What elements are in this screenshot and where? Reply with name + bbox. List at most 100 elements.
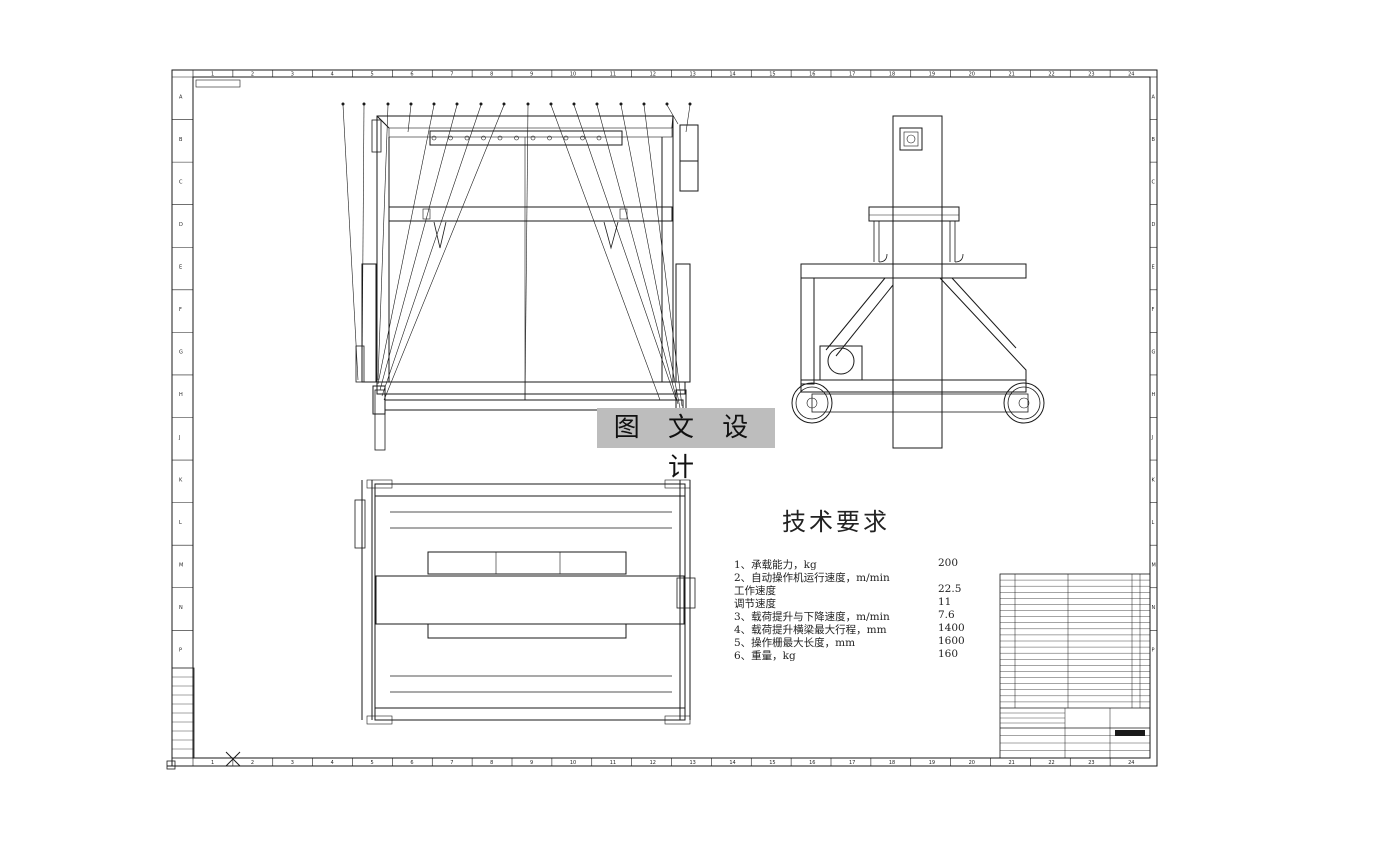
- title-block: [171, 573, 1151, 759]
- requirement-text: 6、重量，kg: [734, 650, 796, 662]
- watermark-label: 图 文 设 计: [597, 408, 775, 483]
- zone-letter-left: F: [179, 307, 182, 313]
- side-view: [791, 115, 1045, 449]
- requirement-value: 200: [938, 557, 959, 569]
- requirement-row: 2、自动操作机运行速度，m/min: [734, 570, 974, 584]
- requirement-text: 5、操作栅最大长度，mm: [734, 637, 856, 649]
- zone-letter-right: P: [1152, 648, 1155, 654]
- zone-letter-left: A: [179, 94, 183, 100]
- zone-number-bottom: 1: [211, 760, 214, 766]
- requirement-text: 1、承载能力，kg: [734, 559, 817, 571]
- zone-number-bottom: 24: [1128, 760, 1134, 766]
- zone-number-bottom: 18: [889, 760, 895, 766]
- top-view: [354, 479, 696, 725]
- zone-number-top: 8: [490, 72, 493, 78]
- zone-number-top: 16: [809, 72, 815, 78]
- requirement-value: 1400: [938, 622, 965, 634]
- zone-number-bottom: 3: [291, 760, 294, 766]
- zone-number-top: 6: [410, 72, 413, 78]
- zone-number-bottom: 7: [450, 760, 453, 766]
- zone-number-top: 12: [650, 72, 656, 78]
- zone-number-bottom: 14: [729, 760, 735, 766]
- zone-letter-right: F: [1152, 307, 1155, 313]
- zone-letter-left: M: [179, 562, 183, 568]
- zone-number-bottom: 15: [769, 760, 775, 766]
- zone-letter-right: G: [1152, 350, 1156, 356]
- requirement-value: 11: [938, 596, 952, 608]
- zone-number-top: 11: [610, 72, 616, 78]
- zone-number-bottom: 23: [1088, 760, 1094, 766]
- requirement-value: 7.6: [938, 609, 955, 621]
- zone-number-top: 15: [769, 72, 775, 78]
- leader-lines: [341, 102, 692, 409]
- zone-number-top: 1: [211, 72, 214, 78]
- zone-letter-left: J: [178, 435, 180, 441]
- requirement-text: 3、载荷提升与下降速度，m/min: [734, 611, 890, 623]
- zone-number-bottom: 9: [530, 760, 533, 766]
- zone-number-top: 17: [849, 72, 855, 78]
- zone-number-bottom: 4: [331, 760, 334, 766]
- zone-number-top: 24: [1128, 72, 1134, 78]
- border-labels: 1122334455667788991010111112121313141415…: [178, 72, 1156, 767]
- zone-number-bottom: 16: [809, 760, 815, 766]
- zone-number-bottom: 13: [689, 760, 695, 766]
- zone-number-bottom: 19: [929, 760, 935, 766]
- zone-number-top: 4: [331, 72, 334, 78]
- requirement-text: 2、自动操作机运行速度，m/min: [734, 572, 890, 584]
- zone-number-top: 21: [1008, 72, 1014, 78]
- zone-number-bottom: 12: [650, 760, 656, 766]
- zone-number-bottom: 8: [490, 760, 493, 766]
- zone-letter-left: G: [179, 350, 183, 356]
- requirement-text: 4、载荷提升横梁最大行程，mm: [734, 624, 887, 636]
- zone-letter-left: D: [179, 222, 183, 228]
- zone-number-top: 18: [889, 72, 895, 78]
- zone-number-bottom: 10: [570, 760, 576, 766]
- zone-number-top: 13: [689, 72, 695, 78]
- zone-number-bottom: 6: [410, 760, 413, 766]
- zone-number-bottom: 20: [969, 760, 975, 766]
- requirement-text: 工作速度: [734, 585, 776, 597]
- zone-letter-right: K: [1152, 477, 1156, 483]
- zone-letter-left: N: [179, 605, 183, 611]
- zone-letter-right: D: [1152, 222, 1156, 228]
- requirement-value: 22.5: [938, 583, 962, 595]
- requirement-row: 工作速度 22.5: [734, 583, 974, 597]
- zone-letter-right: B: [1152, 137, 1156, 143]
- zone-number-top: 20: [969, 72, 975, 78]
- zone-number-bottom: 21: [1008, 760, 1014, 766]
- requirement-row: 5、操作栅最大长度，mm 1600: [734, 635, 974, 649]
- zone-number-bottom: 2: [251, 760, 254, 766]
- zone-number-top: 2: [251, 72, 254, 78]
- requirement-row: 6、重量，kg 160: [734, 648, 974, 662]
- zone-letter-left: B: [179, 137, 183, 143]
- zone-number-bottom: 5: [370, 760, 373, 766]
- front-view: [341, 102, 699, 451]
- zone-letter-right: M: [1152, 562, 1156, 568]
- requirement-row: 4、载荷提升横梁最大行程，mm 1400: [734, 622, 974, 636]
- requirement-value: 1600: [938, 635, 965, 647]
- rail-holes: [431, 135, 602, 141]
- zone-letter-right: C: [1152, 179, 1156, 185]
- zone-number-top: 14: [729, 72, 735, 78]
- zone-number-top: 3: [291, 72, 294, 78]
- zone-letter-left: L: [179, 520, 182, 526]
- zone-letter-right: J: [1151, 435, 1153, 441]
- requirement-text: 调节速度: [734, 598, 776, 610]
- zone-letter-right: L: [1152, 520, 1155, 526]
- zone-number-bottom: 22: [1048, 760, 1054, 766]
- zone-letter-left: H: [179, 392, 183, 398]
- zone-letter-right: N: [1152, 605, 1156, 611]
- zone-number-top: 19: [929, 72, 935, 78]
- requirement-value: 160: [938, 648, 959, 660]
- technical-requirements-title: 技术要求: [782, 508, 890, 536]
- zone-letter-left: C: [179, 179, 183, 185]
- zone-number-bottom: 11: [610, 760, 616, 766]
- zone-number-top: 10: [570, 72, 576, 78]
- requirement-row: 调节速度 11: [734, 596, 974, 610]
- zone-number-bottom: 17: [849, 760, 855, 766]
- zone-number-top: 23: [1088, 72, 1094, 78]
- zone-number-top: 22: [1048, 72, 1054, 78]
- zone-letter-right: H: [1152, 392, 1156, 398]
- zone-letter-right: E: [1152, 265, 1155, 271]
